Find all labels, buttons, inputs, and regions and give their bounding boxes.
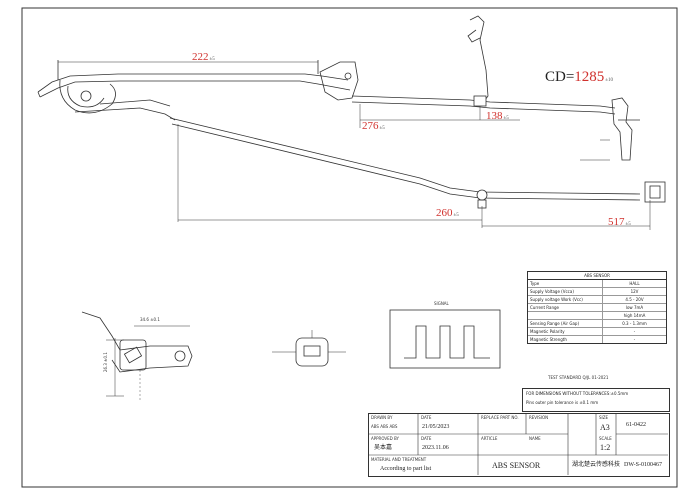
article-label: ARTICLE [481,436,498,441]
approved-by-value: 吴本嘉 [374,445,393,451]
spec-row: Current Range low 7mA [528,304,666,312]
title-block-grid [368,413,668,475]
spec-label: Supply voltage Work (Vcc) [528,296,603,303]
spec-value: - [633,337,636,342]
specs-title: ABS SENSOR [528,272,666,280]
dimension-222: 222±5 [192,51,215,63]
bracket-height-dim: 26.3 ±0.1 [103,352,108,372]
spec-row: Magnetic Strength - [528,336,666,343]
spec-value: high 14mA [623,313,646,318]
spec-row: Magnetic Polarity - [528,328,666,336]
company-name: 湖北楚云传感科技 [572,462,621,468]
right-sensor-probe [580,97,640,161]
spec-row: Sensing Range (Air Gap) 0.3 - 1.3mm [528,320,666,328]
material-value: According to part list [380,466,432,472]
scale-value: 1:2 [600,443,611,452]
drawing-number: DW-S-0100467 [624,462,662,468]
spec-label: Magnetic Polarity [528,328,603,335]
title-block [368,413,670,477]
dimension-138: 138±5 [486,110,509,122]
spec-row: Type HALL [528,280,666,288]
spec-value: - [633,329,636,334]
size-label: SIZE [599,415,608,420]
spec-label [528,312,603,319]
tolerance-note-line1: FOR DIMENSIONS WITHOUT TOLERANCES:±0.5mm [526,391,629,396]
drawn-by-label: DRAWN BY [371,415,393,420]
revision-label: REVISION [529,415,549,420]
bracket-detail-view [81,311,193,400]
signal-waveform [389,309,501,369]
drawn-by-value: ABS ABS ABS [371,424,398,429]
specs-table: ABS SENSOR Type HALL Supply Voltage (Vcca)… [527,271,667,344]
date2-value: 2023.11.06 [422,445,449,451]
part-code: 61-0422 [626,422,646,428]
scale-label: SCALE [599,436,612,441]
size-value: A3 [600,423,610,432]
replace-part-label: REPLACE PART NO. [481,415,519,420]
spec-row: Supply voltage Work (Vcc) 4.5 - 20V [528,296,666,304]
bracket-width-dim: 34.6 ±0.1 [140,317,160,322]
dimension-517: 517±5 [608,216,631,228]
spec-label: Current Range [528,304,603,311]
spec-value: HALL [629,281,640,286]
spec-row: high 14mA [528,312,666,320]
spec-value: 0.3 - 1.3mm [622,321,647,326]
spec-row: Supply Voltage (Vcca) 12V [528,288,666,296]
spec-label: Type [528,280,603,287]
test-standard: TEST STANDARD Q/JL 01-2021 [548,375,609,380]
upright-clip [359,15,520,128]
dimension-260: 260±5 [436,207,459,219]
connector-end-view [272,330,346,367]
part-name: ABS SENSOR [492,461,541,470]
approved-by-label: APPROVED BY [371,436,400,441]
cable-length-cd: CD=1285±10 [545,69,614,85]
sensor-harness-top [37,60,616,121]
date-label: DATE [421,415,432,420]
signal-title: SIGNAL [434,301,449,306]
spec-label: Sensing Range (Air Gap) [528,320,603,327]
tolerance-note: FOR DIMENSIONS WITHOUT TOLERANCES:±0.5mm… [522,388,670,412]
dimension-276: 276±5 [362,120,385,132]
spec-value: 4.5 - 20V [625,297,644,302]
name-label: NAME [529,436,541,441]
spec-label: Supply Voltage (Vcca) [528,288,603,295]
material-label: MATERIAL AND TREATMENT [371,457,427,462]
spec-label: Magnetic Strength [528,336,603,343]
sheet-border [21,7,678,488]
spec-value: 12V [630,289,639,294]
spec-value: low 7mA [625,305,644,310]
lower-harness [169,117,666,230]
date-value: 21/05/2023 [422,424,450,430]
date2-label: DATE [421,436,432,441]
tolerance-note-line2: Pins outer pin tolerance is ±0.1 mm [526,400,599,405]
